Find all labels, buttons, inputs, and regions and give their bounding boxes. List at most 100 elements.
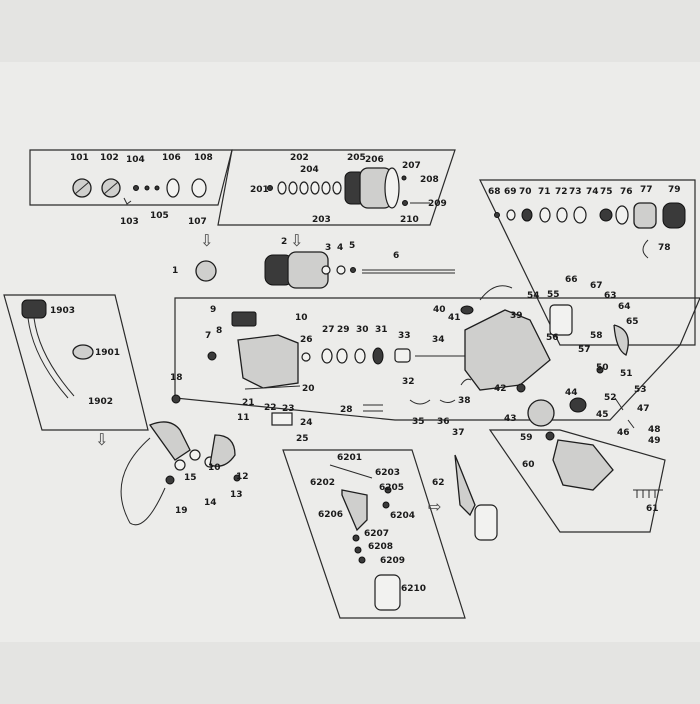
part-number-label: 101 <box>70 153 89 163</box>
part-number-label: 6204 <box>390 511 415 521</box>
part-number-label: 2 <box>281 237 287 247</box>
part-number-label: 57 <box>578 345 591 355</box>
part-number-label: 26 <box>300 335 313 345</box>
frame-group-handle <box>282 449 466 619</box>
part-number-label: 72 <box>555 187 568 197</box>
part-number-label: 6207 <box>364 529 389 539</box>
part-number-label: 6201 <box>337 453 362 463</box>
part-number-label: 9 <box>210 305 216 315</box>
bail-arm-parts <box>120 394 241 526</box>
part-number-label: 58 <box>590 331 603 341</box>
part-number-label: 6209 <box>380 556 405 566</box>
part-number-label: 78 <box>658 243 671 253</box>
part-number-label: 64 <box>618 302 631 312</box>
part-number-label: 1 <box>172 266 178 276</box>
part-number-label: 62 <box>432 478 445 488</box>
part-number-label: 204 <box>300 165 319 175</box>
part-number-label: 76 <box>620 187 633 197</box>
part-number-label: 107 <box>188 217 207 227</box>
part-number-label: 202 <box>290 153 309 163</box>
part-number-label: 33 <box>398 331 411 341</box>
part-number-label: 46 <box>617 428 630 438</box>
part-number-label: 53 <box>634 385 647 395</box>
part-number-label: 10 <box>208 463 221 473</box>
part-number-label: 36 <box>437 417 450 427</box>
part-number-label: 19 <box>175 506 188 516</box>
part-number-label: 21 <box>242 398 255 408</box>
part-number-label: 54 <box>527 291 540 301</box>
part-number-label: 25 <box>296 434 309 444</box>
part-number-label: 42 <box>494 384 507 394</box>
frame-group-rotor <box>488 429 666 533</box>
part-number-label: 14 <box>204 498 217 508</box>
part-number-label: 4 <box>337 243 343 253</box>
part-number-label: 40 <box>433 305 446 315</box>
part-number-label: 63 <box>604 291 617 301</box>
part-number-label: 51 <box>620 369 633 379</box>
part-number-label: 70 <box>519 187 532 197</box>
part-number-label: 3 <box>325 243 331 253</box>
part-number-label: 65 <box>626 317 639 327</box>
part-number-label: 77 <box>640 185 653 195</box>
part-number-label: 11 <box>237 413 250 423</box>
frame-group-100 <box>29 149 233 206</box>
part-number-label: 6208 <box>368 542 393 552</box>
group-200-parts <box>267 167 430 209</box>
part-number-label: 31 <box>375 325 388 335</box>
down-arrow-icon: ⇩ <box>200 231 213 250</box>
part-number-label: 49 <box>648 436 661 446</box>
part-number-label: 1903 <box>50 306 75 316</box>
part-number-label: 105 <box>150 211 169 221</box>
part-number-label: 66 <box>565 275 578 285</box>
part-number-label: 207 <box>402 161 421 171</box>
part-number-label: 1902 <box>88 397 113 407</box>
group-100-parts <box>72 178 207 205</box>
part-number-label: 106 <box>162 153 181 163</box>
part-number-label: 210 <box>400 215 419 225</box>
part-number-label: 68 <box>488 187 501 197</box>
part-number-label: 56 <box>546 333 559 343</box>
part-number-label: 59 <box>520 433 533 443</box>
part-number-label: 5 <box>349 241 355 251</box>
part-number-label: 43 <box>504 414 517 424</box>
group-1900-parts <box>21 299 94 399</box>
part-number-label: 6210 <box>401 584 426 594</box>
part-number-label: 15 <box>184 473 197 483</box>
part-number-label: 102 <box>100 153 119 163</box>
part-number-label: 52 <box>604 393 617 403</box>
part-number-label: 20 <box>302 384 315 394</box>
part-number-label: 6206 <box>318 510 343 520</box>
part-number-label: 23 <box>282 404 295 414</box>
part-number-label: 60 <box>522 460 535 470</box>
paper-sheet <box>0 62 700 642</box>
part-number-label: 39 <box>510 311 523 321</box>
part-number-label: 44 <box>565 388 578 398</box>
right-arrow-icon: ⇨ <box>428 497 441 516</box>
part-number-label: 29 <box>337 325 350 335</box>
part-number-label: 12 <box>236 472 249 482</box>
part-number-label: 50 <box>596 363 609 373</box>
part-number-label: 6205 <box>379 483 404 493</box>
down-arrow-icon: ⇩ <box>95 430 108 449</box>
part-number-label: 108 <box>194 153 213 163</box>
part-number-label: 1901 <box>95 348 120 358</box>
part-number-label: 69 <box>504 187 517 197</box>
part-number-label: 7 <box>205 331 211 341</box>
part-number-label: 55 <box>547 290 560 300</box>
part-number-label: 67 <box>590 281 603 291</box>
part-number-label: 8 <box>216 326 222 336</box>
part-number-label: 28 <box>340 405 353 415</box>
down-arrow-icon: ⇩ <box>290 231 303 250</box>
handle-parts <box>329 454 498 611</box>
part-number-label: 74 <box>586 187 599 197</box>
part-number-label: 34 <box>432 335 445 345</box>
part-number-label: 41 <box>448 313 461 323</box>
part-number-label: 22 <box>264 403 277 413</box>
part-number-label: 45 <box>596 410 609 420</box>
body-parts <box>207 311 465 426</box>
frame-group-1900 <box>3 294 149 431</box>
part-number-label: 6 <box>393 251 399 261</box>
part-number-label: 38 <box>458 396 471 406</box>
part-number-label: 35 <box>412 417 425 427</box>
